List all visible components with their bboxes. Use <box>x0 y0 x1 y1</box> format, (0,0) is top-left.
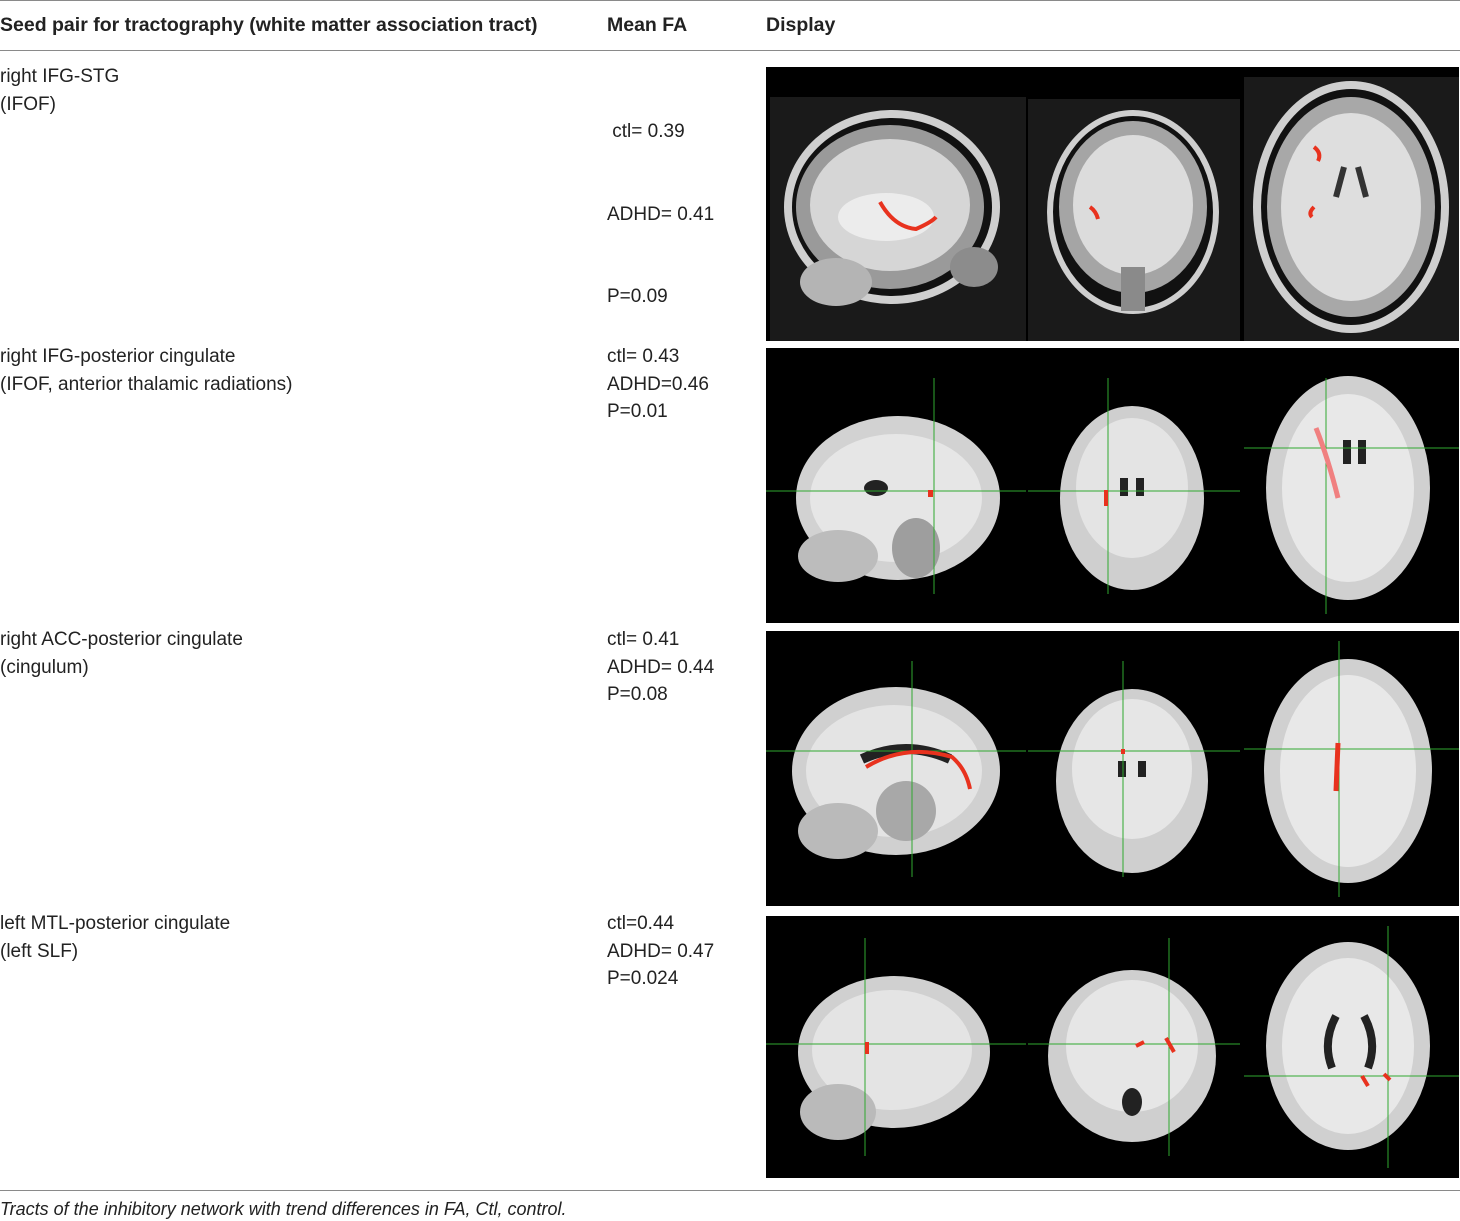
p-value: P=0.024 <box>607 968 679 989</box>
fa-control-value: ctl= 0.39 <box>607 121 685 142</box>
seed-pair-name: right ACC-posterior cingulate <box>0 629 243 650</box>
brain-display-image <box>766 631 1459 906</box>
tract-overlay <box>865 1042 869 1054</box>
mean-fa-cell: ctl= 0.39 ADHD= 0.41 P=0.09 <box>607 63 714 366</box>
crosshair-lines <box>766 378 1459 614</box>
tract-overlay <box>1360 1072 1392 1088</box>
fa-control-value: ctl= 0.41 <box>607 629 680 650</box>
seed-pair-cell: right ACC-posterior cingulate (cingulum) <box>0 626 243 681</box>
mean-fa-cell: ctl=0.44 ADHD= 0.47 P=0.024 <box>607 910 714 993</box>
tract-name: (IFOF) <box>0 93 56 115</box>
tract-overlay <box>1333 742 1341 792</box>
seed-pair-name: right IFG-posterior cingulate <box>0 346 236 367</box>
mean-fa-cell: ctl= 0.41 ADHD= 0.44 P=0.08 <box>607 626 714 709</box>
column-header-mean-fa: Mean FA <box>607 14 688 36</box>
tract-overlay <box>1104 490 1108 506</box>
fa-adhd-value: ADHD=0.46 <box>607 373 709 395</box>
seed-pair-cell: right IFG-STG (IFOF) <box>0 63 119 118</box>
brain-display-image <box>766 916 1459 1178</box>
tract-overlay <box>878 201 938 232</box>
column-header-display: Display <box>766 14 836 36</box>
seed-pair-name: right IFG-STG <box>0 66 120 87</box>
tract-overlay <box>1121 749 1125 754</box>
column-header-seed-pair: Seed pair for tractography (white matter… <box>0 14 538 36</box>
tract-overlay <box>864 749 972 790</box>
tract-overlay <box>1308 145 1322 219</box>
seed-pair-cell: right IFG-posterior cingulate (IFOF, ant… <box>0 343 293 398</box>
table-caption: Tracts of the inhibitory network with tr… <box>0 1199 567 1219</box>
header-bottom-rule <box>0 50 1460 51</box>
mean-fa-cell: ctl= 0.43 ADHD=0.46 P=0.01 <box>607 343 709 426</box>
p-value: P=0.01 <box>607 401 668 422</box>
tract-overlay <box>1313 427 1341 499</box>
p-value: P=0.09 <box>607 286 668 307</box>
fa-adhd-value: ADHD= 0.41 <box>607 203 715 225</box>
seed-pair-cell: left MTL-posterior cingulate (left SLF) <box>0 910 230 965</box>
tract-overlay <box>928 490 933 497</box>
tract-overlay <box>1135 1037 1176 1053</box>
tract-name: (IFOF, anterior thalamic radiations) <box>0 373 293 395</box>
fa-adhd-value: ADHD= 0.47 <box>607 940 715 962</box>
tract-overlay <box>1088 205 1100 220</box>
table-bottom-rule <box>0 1190 1460 1191</box>
p-value: P=0.08 <box>607 684 668 705</box>
fa-control-value: ctl= 0.43 <box>607 346 680 367</box>
tract-name: (left SLF) <box>0 940 79 962</box>
brain-display-image <box>766 67 1459 341</box>
tract-name: (cingulum) <box>0 656 89 678</box>
fa-adhd-value: ADHD= 0.44 <box>607 656 715 678</box>
fa-control-value: ctl=0.44 <box>607 913 675 934</box>
table-top-rule <box>0 0 1460 1</box>
seed-pair-name: left MTL-posterior cingulate <box>0 913 231 934</box>
brain-display-image <box>766 348 1459 623</box>
